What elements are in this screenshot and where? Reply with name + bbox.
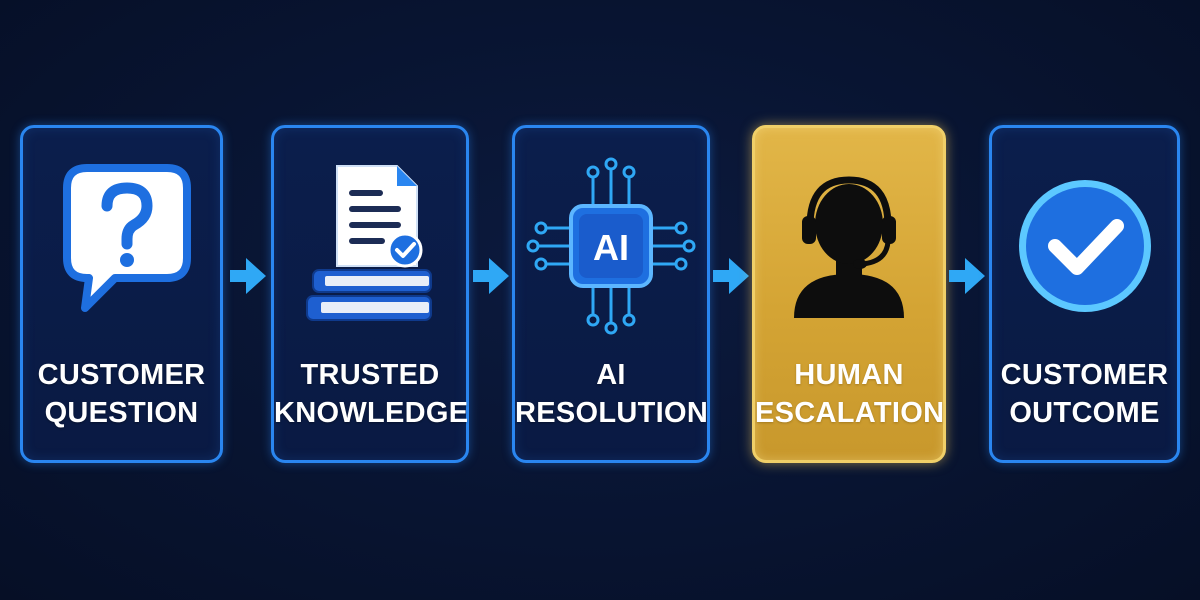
svg-text:AI: AI	[593, 227, 629, 268]
ai-chip-icon: AI	[515, 146, 707, 346]
arrow-right-icon	[949, 258, 985, 294]
headset-agent-icon	[755, 146, 943, 346]
arrow-right-icon	[473, 258, 509, 294]
question-bubble-icon	[23, 146, 220, 346]
arrow-right-icon	[230, 258, 266, 294]
checkmark-circle-icon	[992, 146, 1177, 346]
document-books-icon	[274, 146, 466, 346]
arrow-right-icon	[713, 258, 749, 294]
